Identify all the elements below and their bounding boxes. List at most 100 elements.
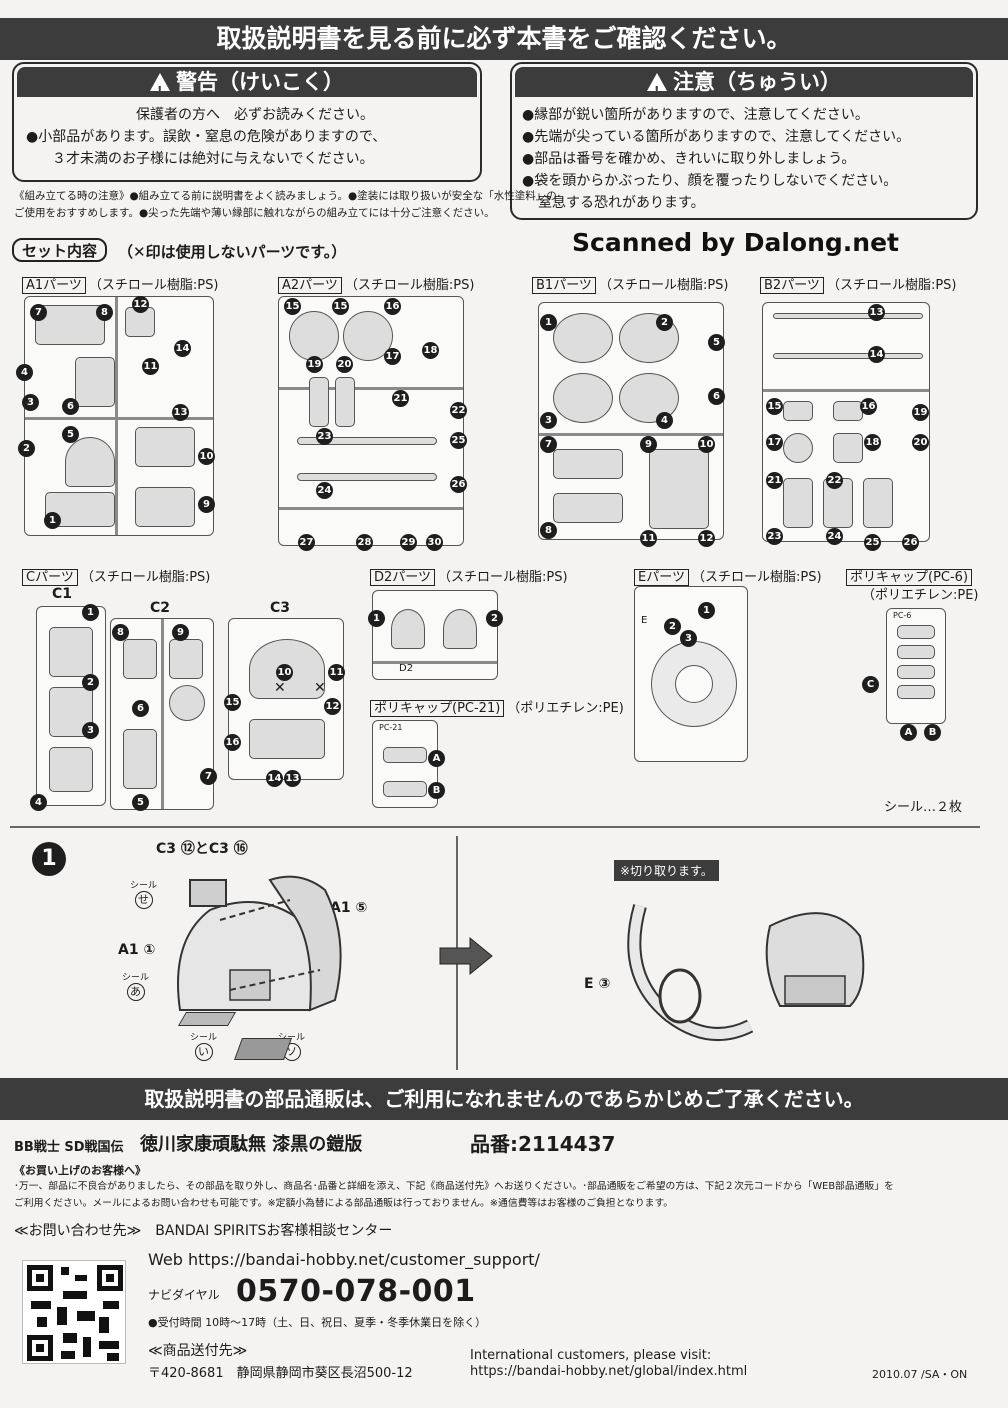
seal-sticker-so bbox=[233, 1038, 293, 1060]
phone-number: 0570-078-001 bbox=[236, 1274, 476, 1309]
caution-box: 注意（ちゅうい） ●縁部が鋭い箇所がありますので、注意してください。 ●先端が尖… bbox=[510, 62, 978, 220]
runner-part bbox=[783, 478, 813, 528]
step-arrow-icon bbox=[439, 936, 493, 976]
runner-part bbox=[783, 433, 813, 463]
part-number-badge: 16 bbox=[860, 398, 877, 415]
part-number-badge: 11 bbox=[328, 664, 345, 681]
assembly-note-2: ご使用をおすすめします。●尖った先端や薄い縁部に触れながらの組み立てには十分ご注… bbox=[14, 207, 495, 219]
part-number-badge: 1 bbox=[698, 602, 715, 619]
qr-code-image[interactable] bbox=[22, 1260, 126, 1364]
runner-part bbox=[169, 685, 205, 721]
part-number-badge: 5 bbox=[132, 794, 149, 811]
runner-c1 bbox=[36, 606, 106, 806]
part-number-badge: 19 bbox=[912, 404, 929, 421]
part-number-badge: 1 bbox=[540, 314, 557, 331]
part-number-badge: 15 bbox=[332, 298, 349, 315]
contents-note: （✕印は使用しないパーツです。） bbox=[118, 243, 347, 261]
label-pc6: ポリキャップ(PC-6) bbox=[846, 566, 975, 586]
part-number-badge: 18 bbox=[422, 342, 439, 359]
runner-part bbox=[833, 433, 863, 463]
part-number-badge: 12 bbox=[132, 296, 149, 313]
part-number-badge: 5 bbox=[62, 426, 79, 443]
part-number-badge: 25 bbox=[450, 432, 467, 449]
part-number-badge: 13 bbox=[868, 304, 885, 321]
part-number-badge: 3 bbox=[680, 630, 697, 647]
ship-title: ≪商品送付先≫ bbox=[148, 1343, 248, 1359]
runner-d2: D2 bbox=[372, 590, 498, 680]
part-number-badge: 2 bbox=[18, 440, 35, 457]
part-number-badge: C bbox=[862, 676, 879, 693]
d2-frame-label: D2 bbox=[399, 663, 414, 674]
part-number-badge: 10 bbox=[698, 436, 715, 453]
runner-bar bbox=[25, 417, 213, 420]
runner-part bbox=[135, 487, 195, 527]
runner-part bbox=[443, 609, 477, 649]
caution-line-1: ●縁部が鋭い箇所がありますので、注意してください。 bbox=[522, 107, 869, 123]
runner-part bbox=[123, 729, 157, 789]
warning-header: 警告（けいこく） bbox=[17, 67, 477, 106]
step-1-number: 1 bbox=[32, 842, 66, 876]
runner-a2 bbox=[278, 296, 464, 546]
part-number-badge: 9 bbox=[198, 496, 215, 513]
web-url[interactable]: Web https://bandai-hobby.net/customer_su… bbox=[148, 1250, 540, 1269]
part-number-badge: 6 bbox=[62, 398, 79, 415]
label-pc6-material: （ポリエチレン:PE) bbox=[862, 588, 979, 603]
part-number-badge: 15 bbox=[224, 694, 241, 711]
warning-sub: 保護者の方へ 必ずお読みください。 bbox=[136, 107, 374, 123]
part-number-badge: 2 bbox=[656, 314, 673, 331]
runner-part bbox=[553, 373, 613, 423]
part-number-badge: 8 bbox=[112, 624, 129, 641]
assembly-note-1: 《組み立てる時の注意》●組み立てる前に説明書をよく読みましょう。●塗装には取り扱… bbox=[14, 190, 557, 202]
ship-address: 〒420-8681 静岡県静岡市葵区長沼500-12 bbox=[148, 1366, 413, 1381]
warning-line-2: ３才未満のお子様には絶対に与えないでください。 bbox=[52, 151, 374, 167]
caution-title: 注意（ちゅうい） bbox=[673, 70, 841, 94]
e-frame-label: E bbox=[641, 615, 648, 626]
intl-url[interactable]: https://bandai-hobby.net/global/index.ht… bbox=[470, 1364, 748, 1379]
seal-se: シール せ bbox=[130, 878, 157, 909]
part-number-badge: 2 bbox=[82, 674, 99, 691]
runner-part bbox=[897, 645, 935, 659]
part-number-badge: 26 bbox=[450, 476, 467, 493]
runner-part bbox=[833, 401, 863, 421]
runner-part bbox=[169, 639, 203, 679]
product-series: BB戦士 SD戦国伝 bbox=[14, 1140, 124, 1155]
pc6-frame-label: PC-6 bbox=[893, 611, 912, 620]
label-e: Eパーツ（スチロール樹脂:PS) bbox=[634, 566, 822, 586]
part-number-badge: A bbox=[900, 724, 917, 741]
runner-part bbox=[49, 627, 93, 677]
part-number-badge: 18 bbox=[864, 434, 881, 451]
part-number-badge: 4 bbox=[30, 794, 47, 811]
seal-a: シール あ bbox=[122, 970, 149, 1001]
part-number-badge: 11 bbox=[640, 530, 657, 547]
part-number-badge: 23 bbox=[316, 428, 333, 445]
part-number-badge: 20 bbox=[912, 434, 929, 451]
customer-title: 《お買い上げのお客様へ》 bbox=[14, 1164, 146, 1177]
product-code: 品番:2114437 bbox=[470, 1132, 616, 1156]
runner-part bbox=[297, 437, 437, 445]
runner-pc6: PC-6 bbox=[886, 608, 946, 724]
part-number-badge: 9 bbox=[640, 436, 657, 453]
part-number-badge: 12 bbox=[324, 698, 341, 715]
contact-title: ≪お問い合わせ先≫ BANDAI SPIRITSお客様相談センター bbox=[14, 1223, 393, 1239]
runner-part bbox=[897, 665, 935, 679]
crest-helmet-illustration bbox=[627, 904, 865, 1041]
navi-label: ナビダイヤル bbox=[148, 1288, 220, 1302]
part-number-badge: 3 bbox=[22, 394, 39, 411]
part-number-badge: 17 bbox=[384, 348, 401, 365]
warning-title: 警告（けいこく） bbox=[176, 70, 344, 94]
caution-line-2: ●先端が尖っている箇所がありますので、注意してください。 bbox=[522, 129, 911, 145]
contents-title: セット内容 bbox=[12, 238, 108, 262]
runner-part bbox=[135, 427, 195, 467]
runner-part bbox=[45, 492, 115, 527]
runner-part bbox=[553, 313, 613, 363]
part-number-badge: 10 bbox=[276, 664, 293, 681]
c3-label: C3 bbox=[270, 600, 291, 616]
customer-line-1: ･万一、部品に不良合がありましたら、その部品を取り外し、商品名･品番と詳細を添え… bbox=[14, 1181, 894, 1192]
part-number-badge: 13 bbox=[172, 404, 189, 421]
warning-line-1: ●小部品があります。誤飲・窒息の危険がありますので、 bbox=[26, 129, 387, 145]
runner-b2 bbox=[762, 302, 930, 542]
runner-c2 bbox=[110, 618, 214, 810]
runner-bar bbox=[373, 661, 497, 664]
runner-part bbox=[553, 449, 623, 479]
product-name: 徳川家康頑駄無 漆黒の鎧版 bbox=[140, 1134, 363, 1155]
